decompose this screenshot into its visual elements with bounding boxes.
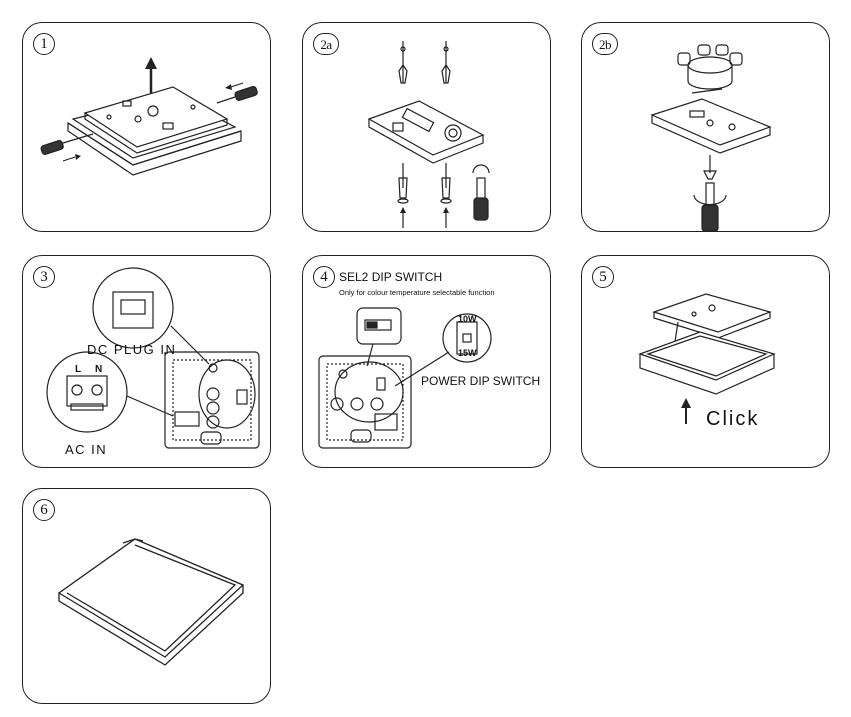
watt-high-label: 10W xyxy=(458,314,477,324)
step-2a-illustration xyxy=(367,41,490,228)
step-6-panel: 6 xyxy=(22,488,271,704)
step-5-illustration xyxy=(638,293,776,424)
power-dip-switch-label: POWER DIP SWITCH xyxy=(421,374,541,388)
step-2a-number: 2a xyxy=(313,33,339,55)
terminal-l-label: L xyxy=(75,364,82,375)
step-6-illustration xyxy=(57,538,245,666)
step-2b-panel: 2b xyxy=(581,22,830,232)
step-3-illustration xyxy=(46,267,260,449)
step-2a-panel: 2a xyxy=(302,22,551,232)
step-1-illustration xyxy=(40,57,258,176)
step-1-number: 1 xyxy=(33,33,55,55)
sel2-dip-switch-title: SEL2 DIP SWITCH xyxy=(339,270,443,284)
step-4-illustration xyxy=(318,307,492,449)
step-3-number: 3 xyxy=(33,266,55,288)
step-2b-illustration xyxy=(650,44,772,231)
step-3-panel: 3 L N DC PLUG IN AC IN xyxy=(22,255,271,468)
step-5-number: 5 xyxy=(592,266,614,288)
ac-in-label: AC IN xyxy=(65,442,108,457)
terminal-n-label: N xyxy=(95,364,103,375)
step-6-number: 6 xyxy=(33,499,55,521)
click-label: Click xyxy=(706,408,760,430)
step-4-number: 4 xyxy=(313,266,335,288)
dc-plug-in-label: DC PLUG IN xyxy=(87,342,177,357)
sel2-subtitle: Only for colour temperature selectable f… xyxy=(339,288,495,297)
step-4-panel: 4 SEL2 DIP SWITCH Only for colour temper… xyxy=(302,255,551,468)
step-1-panel: 1 xyxy=(22,22,271,232)
watt-low-label: 15W xyxy=(458,348,477,358)
step-5-panel: 5 Click xyxy=(581,255,830,468)
step-2b-number: 2b xyxy=(592,33,618,55)
